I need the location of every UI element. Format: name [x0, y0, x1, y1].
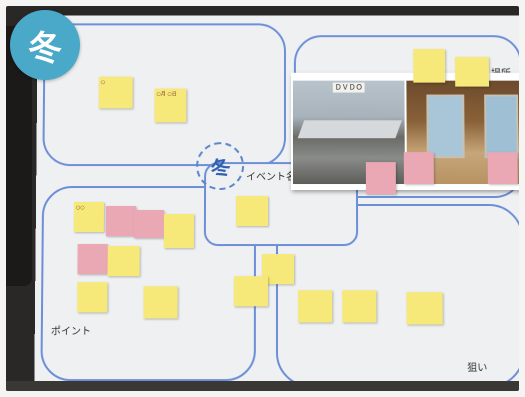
- sticky-note: [342, 290, 377, 323]
- interior-window: [484, 94, 519, 159]
- point-label: ポイント: [50, 326, 92, 338]
- sticky-note: [235, 196, 269, 227]
- sticky-note: [455, 56, 490, 87]
- photo: イベント名 場所 ポイント 狙い ＤＶＤＯ ○ ○月 ○日 ○○: [6, 6, 519, 391]
- sticky-note: [365, 162, 396, 195]
- sticky-note: ○○: [73, 202, 105, 233]
- sticky-note: [133, 209, 164, 239]
- interior-window: [426, 94, 465, 159]
- floor: [6, 381, 519, 391]
- sticky-note: [77, 282, 108, 313]
- venue-roof: [297, 120, 402, 139]
- sticky-note: [406, 292, 443, 325]
- winter-badge: 冬: [10, 10, 80, 80]
- sticky-note: ○月 ○日: [154, 88, 187, 123]
- sticky-note: [163, 213, 194, 249]
- venue-sign: ＤＶＤＯ: [332, 82, 365, 93]
- sticky-note: [233, 276, 268, 307]
- sticky-note: [105, 205, 136, 237]
- sticky-note: [487, 152, 518, 185]
- aim-label: 狙い: [467, 362, 488, 375]
- sticky-note: [77, 244, 108, 275]
- sticky-note: [403, 152, 434, 185]
- sticky-note: [413, 49, 446, 83]
- event-name-label: イベント名: [246, 172, 296, 184]
- sticky-note: [107, 246, 140, 277]
- poster-board: イベント名 場所 ポイント 狙い ＤＶＤＯ ○ ○月 ○日 ○○: [34, 15, 519, 391]
- sticky-note: [143, 286, 178, 319]
- sticky-note: [298, 290, 333, 323]
- sticky-note: ○: [98, 76, 133, 109]
